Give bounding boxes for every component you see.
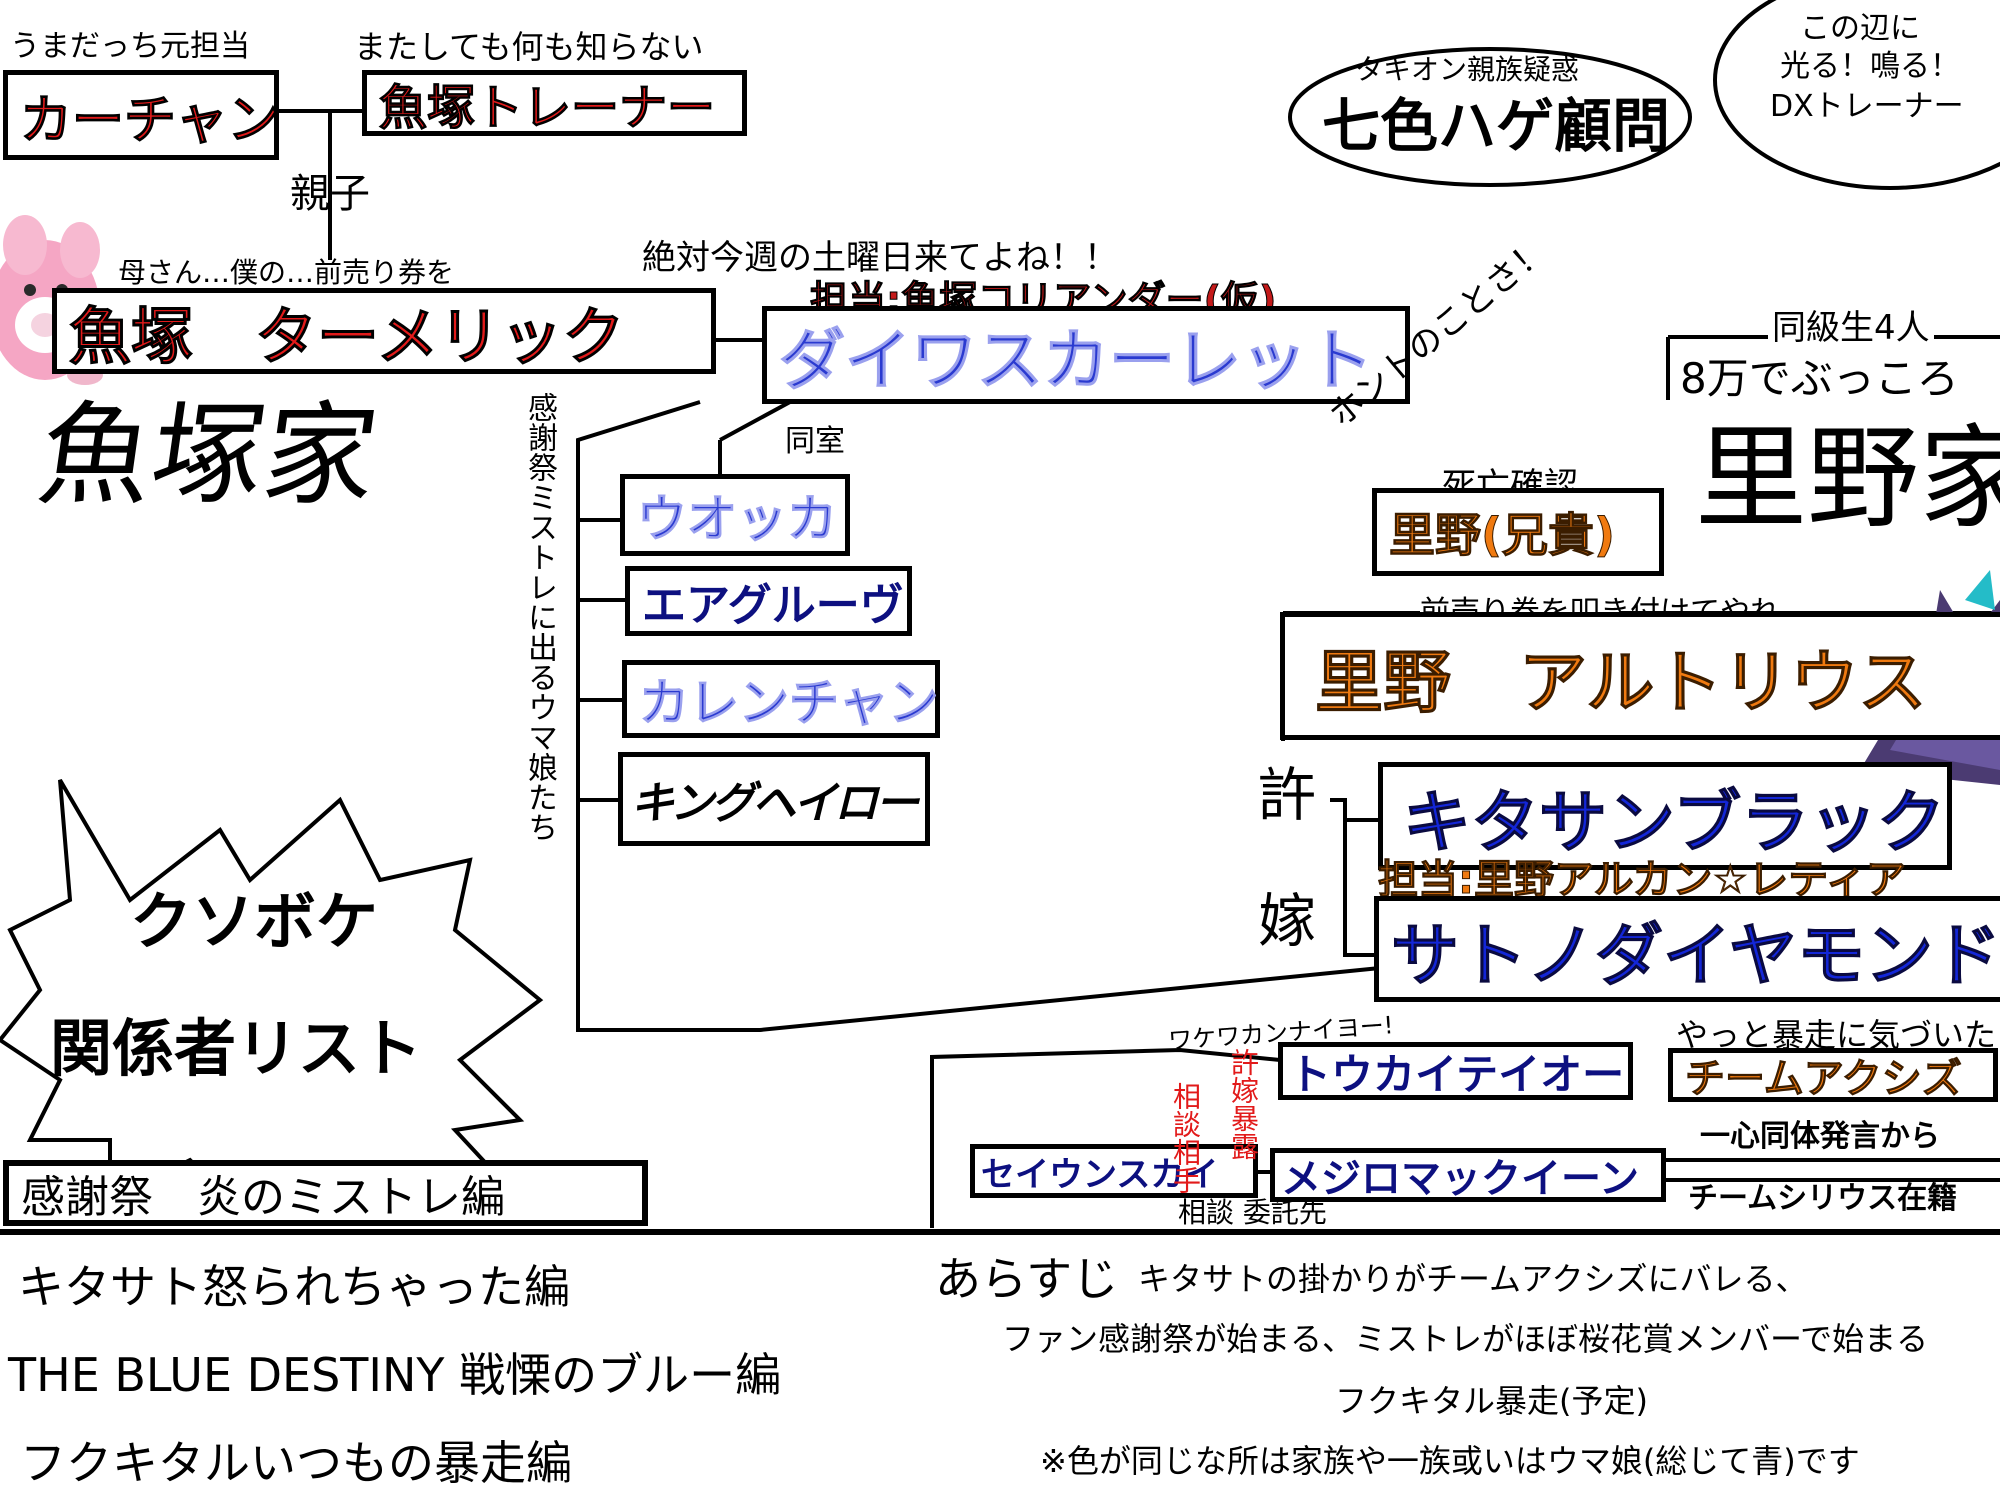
king-halo-logo: キングヘイロー: [627, 778, 926, 829]
iinazuke-bakuro-note: 許嫁暴露: [1227, 1048, 1260, 1160]
burst-shape: [0, 778, 544, 1223]
doshitsu-label: 同室: [785, 424, 845, 459]
burst-line-2: 関係者リスト: [50, 1012, 423, 1085]
daiwa-scarlet-box: ダイワスカーレット: [762, 306, 1410, 404]
soudan-aite-note: 相談相手: [1169, 1082, 1202, 1194]
isshin-label: 一心同体発言から: [1700, 1119, 1940, 1154]
satono-family-title: 里野家: [1695, 414, 2000, 544]
burst-line-1: クソボケ: [130, 885, 379, 958]
kachan-caption: うまだっち元担当: [10, 29, 250, 64]
synopsis-label: あらすじ: [935, 1252, 1119, 1306]
turmeric-caption: 母さん…僕の…前売り券を: [118, 256, 455, 289]
synopsis-line: キタサトの掛かりがチームアクシズにバレる、: [1138, 1260, 1808, 1298]
arc-box-label: 感謝祭 炎のミストレ編: [21, 1172, 505, 1223]
axis-caption: やっと暴走に気づいた: [1676, 1016, 1997, 1054]
iinazuke-char-1: 許: [1258, 761, 1317, 829]
dx-bubble-line3: DXトレーナー: [1770, 89, 1964, 124]
seiun-sky-box: セイウンスカイ: [970, 1144, 1258, 1198]
artorius-box: 里野 アルトリウス: [1280, 612, 2000, 740]
sirius-label: チームシリウス在籍: [1688, 1181, 1958, 1216]
kitasan-tantou-label: 担当:里野アルカン☆レティア: [1378, 857, 1907, 903]
iinazuke-char-2: 嫁: [1258, 887, 1317, 955]
soudan-itakusaki-label: 相談 委託先: [1178, 1196, 1327, 1229]
vodka-box: ウオッカ: [620, 474, 850, 556]
uotsuka-trainer-box: 魚塚トレーナー: [362, 70, 747, 137]
nanairo-caption: タキオン親族疑惑: [1355, 53, 1580, 86]
synopsis-line: ファン感謝祭が始まる、ミストレがほぼ桜花賞メンバーで始まる: [1002, 1320, 1929, 1358]
nanairo-label: 七色ハゲ顧問: [1322, 92, 1671, 160]
kachan-box: カーチャン: [3, 70, 280, 160]
synopsis-line: フクキタル暴走(予定): [1335, 1382, 1648, 1420]
daiwa-caption: 絶対今週の土曜日来てよね！！: [642, 238, 1118, 278]
uotsuka-family-title: 魚塚家: [30, 391, 386, 521]
dx-bubble-line1: この辺に: [1800, 11, 1920, 46]
turmeric-box: 魚塚 ターメリック: [52, 288, 716, 374]
team-axis-box: チームアクシズ: [1668, 1048, 1998, 1103]
oyako-label: 親子: [290, 171, 370, 217]
dx-bubble-line2: 光る！鳴る！: [1780, 49, 1960, 84]
mistre-vertical-note: 感謝祭ミストレに出るウマ娘たち: [522, 392, 557, 842]
curren-chan-box: カレンチャン: [622, 660, 940, 738]
arc-list-item: キタサト怒られちゃった編: [18, 1260, 570, 1314]
satono-diamond-box: サトノダイヤモンド: [1374, 896, 2000, 1002]
synopsis-line: ※色が同じな所は家族や一族或いはウマ娘(総じて青)です: [1040, 1442, 1860, 1480]
uotsuka-trainer-caption: またしても何も知らない: [354, 28, 704, 66]
king-halo-box: キングヘイロー: [618, 752, 930, 846]
arc-list-item: THE BLUE DESTINY 戦慄のブルー編: [8, 1348, 782, 1402]
air-groove-box: エアグルーヴ: [625, 566, 912, 636]
kitasan-black-box: キタサンブラック: [1378, 762, 1952, 870]
dokyusei-label: 同級生4人: [1768, 309, 1934, 348]
mcqueen-box: メジロマックイーン: [1270, 1148, 1666, 1202]
satono-aniki-box: 里野(兄貴): [1372, 488, 1664, 576]
arc-list-item: フクキタルいつもの暴走編: [20, 1436, 572, 1490]
tokai-teio-box: トウカイテイオー: [1278, 1042, 1633, 1100]
arc-box: 感謝祭 炎のミストレ編: [3, 1160, 648, 1226]
bukkoro-label: 8万でぶっころ: [1680, 354, 1959, 403]
